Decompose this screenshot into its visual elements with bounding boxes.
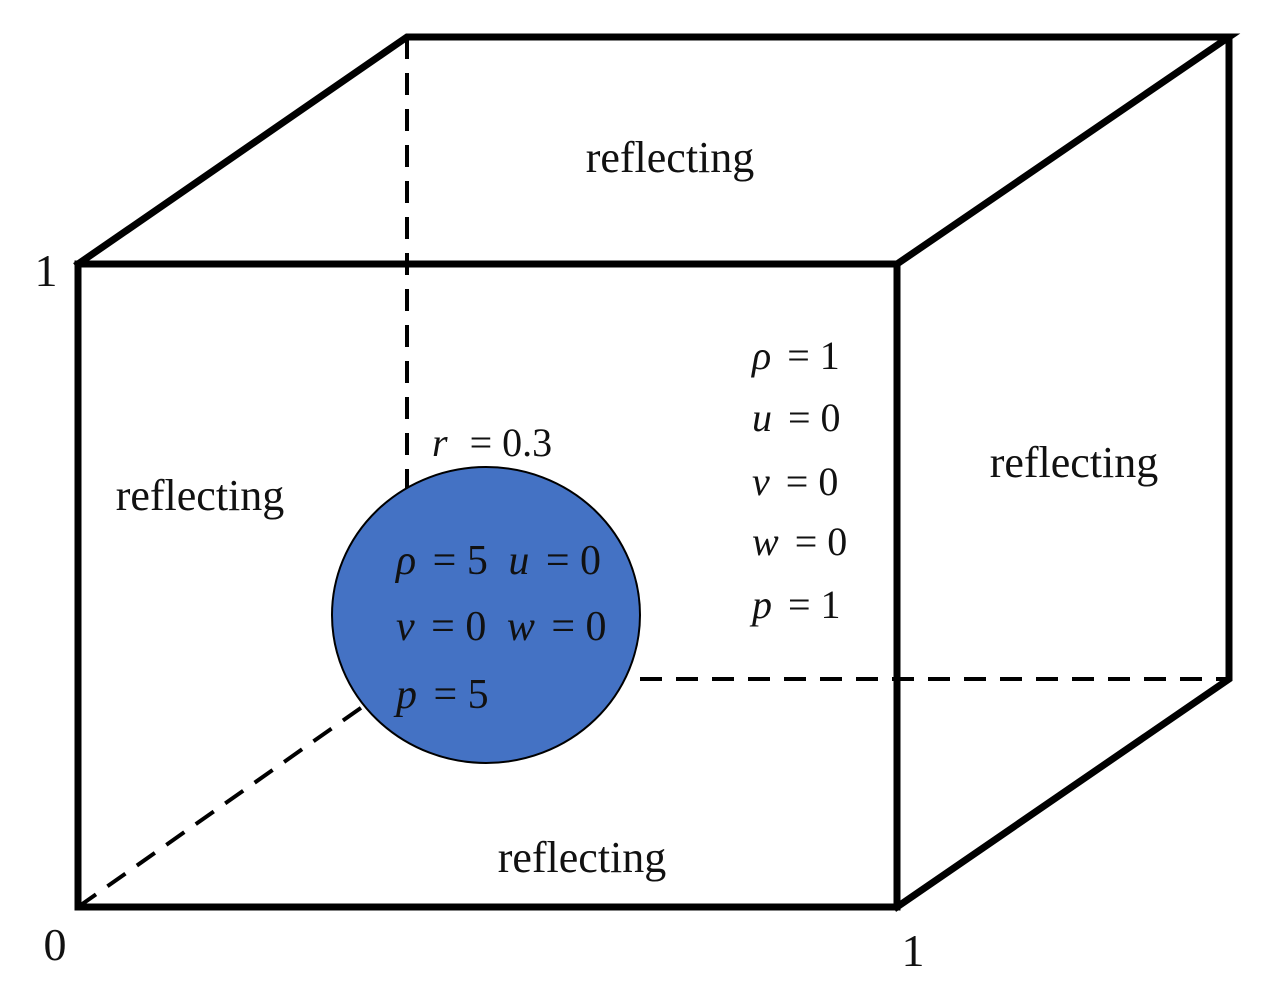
ambient-p-var: p <box>749 582 772 627</box>
sphere-v-value: = 0 <box>431 604 486 650</box>
boundary-label-bottom: reflecting <box>498 833 667 882</box>
cube-right-face <box>892 33 1233 912</box>
sphere-state-line-2: v = 0 w = 0 <box>396 604 607 650</box>
sphere-u-value: = 0 <box>546 538 601 584</box>
ambient-v: v = 0 <box>752 459 838 504</box>
ambient-rho: ρ = 1 <box>750 333 840 378</box>
axis-label-x-max: 1 <box>902 925 925 976</box>
sphere-p-var: p <box>393 672 417 718</box>
sphere-w-value: = 0 <box>551 604 606 650</box>
sphere-p-value: = 5 <box>434 672 489 718</box>
sphere-w-var: w <box>507 604 535 650</box>
ambient-w-var: w <box>752 519 779 564</box>
hidden-edge-depth <box>76 703 367 909</box>
boundary-label-top: reflecting <box>586 133 755 182</box>
radius-variable: r <box>432 420 448 465</box>
ambient-u-value: = 0 <box>788 395 841 440</box>
axis-label-y-max: 1 <box>35 245 58 296</box>
radius-value: = 0.3 <box>470 420 553 465</box>
sphere-v-var: v <box>396 604 415 650</box>
sphere-state-line-1: ρ = 5 u = 0 <box>394 538 601 584</box>
sphere-state-line-3: p = 5 <box>393 672 489 718</box>
sphere-rho-var: ρ <box>394 538 416 584</box>
sphere-u-var: u <box>508 538 529 584</box>
ambient-w-value: = 0 <box>795 519 848 564</box>
ambient-rho-value: = 1 <box>787 333 840 378</box>
cube-front-face <box>74 260 901 911</box>
sphere-radius-label: r = 0.3 <box>432 420 552 465</box>
ambient-p: p = 1 <box>749 582 841 627</box>
ambient-v-value: = 0 <box>786 459 839 504</box>
ambient-w: w = 0 <box>752 519 847 564</box>
boundary-label-right: reflecting <box>990 438 1159 487</box>
ambient-u: u = 0 <box>752 395 841 440</box>
cube-top-face <box>73 33 1241 269</box>
axis-label-origin: 0 <box>44 919 67 970</box>
ambient-p-value: = 1 <box>788 582 841 627</box>
boundary-label-left: reflecting <box>116 471 285 520</box>
ambient-v-var: v <box>752 459 770 504</box>
sphere <box>331 466 641 764</box>
sphere-rho-value: = 5 <box>433 538 488 584</box>
ambient-u-var: u <box>752 395 772 440</box>
ambient-rho-var: ρ <box>750 333 771 378</box>
